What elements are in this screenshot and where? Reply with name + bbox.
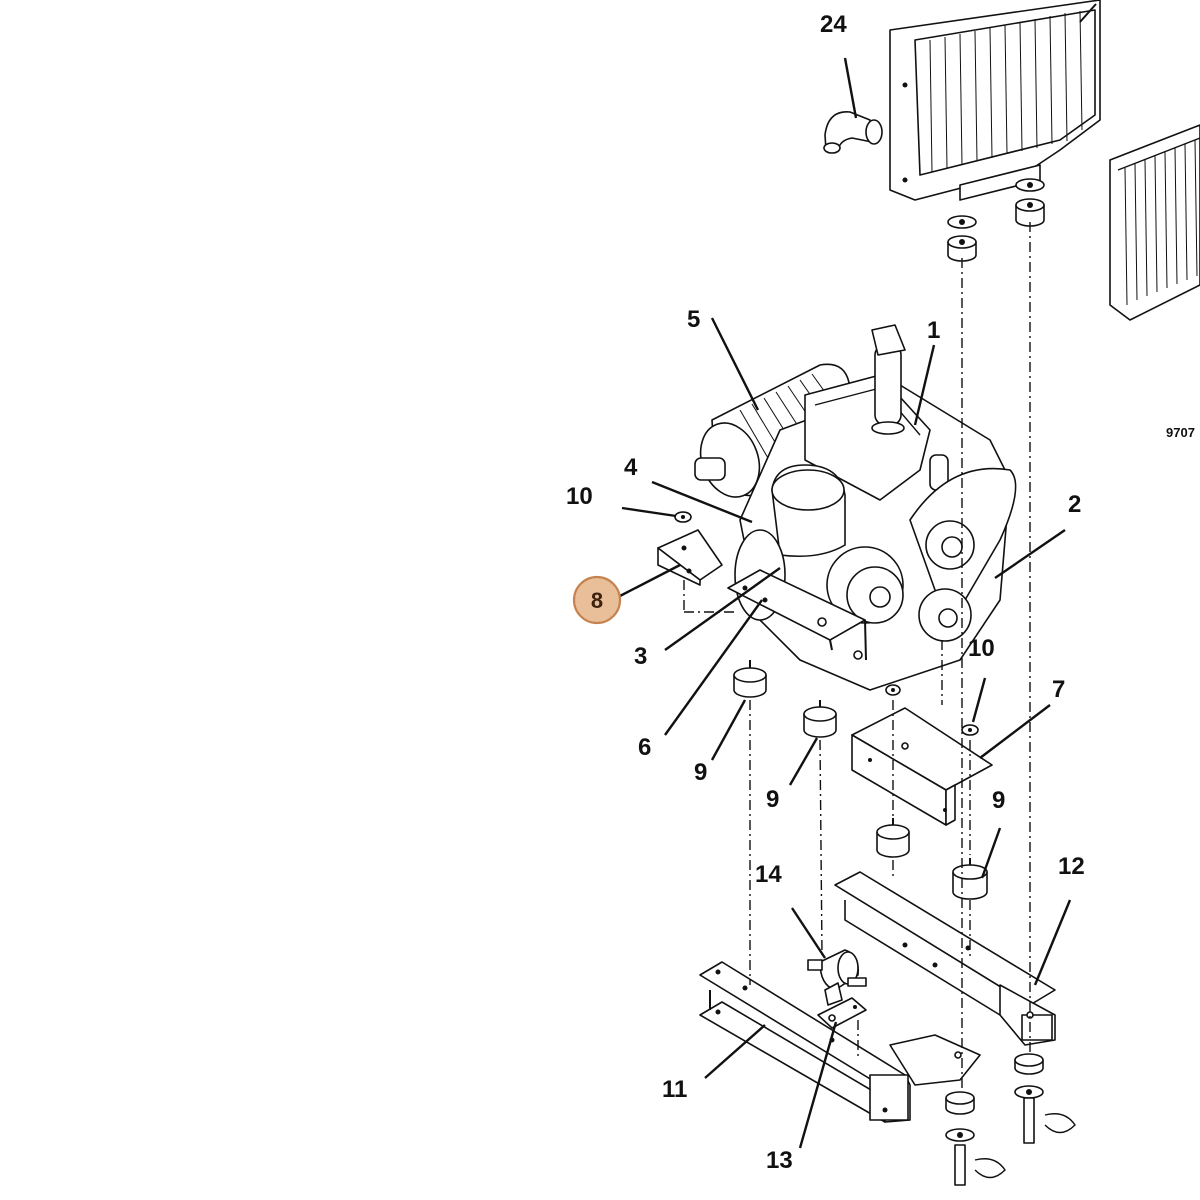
frame-rail-part-11	[699, 961, 981, 1123]
grille-part	[1109, 124, 1200, 321]
engine-part	[694, 324, 1017, 691]
engine-mounts-lower	[876, 818, 988, 900]
radiator-part	[889, 0, 1101, 201]
callout-2: 2	[1068, 491, 1081, 518]
callout-9-c: 9	[992, 787, 1005, 814]
engine-mounts-upper	[733, 660, 901, 738]
bracket-part-7	[851, 707, 993, 826]
bottom-hardware	[945, 1053, 1076, 1186]
callout-3: 3	[634, 643, 647, 670]
fuel-pump-part-14	[807, 949, 867, 1006]
callout-12: 12	[1058, 853, 1085, 880]
alignment-lines	[749, 222, 1031, 1092]
callout-14: 14	[755, 861, 782, 888]
callout-8: 8	[591, 588, 603, 613]
reference-code: 9707	[1166, 425, 1195, 440]
frame-rail-part-12	[834, 871, 1056, 1046]
pump-bracket-part-13	[817, 997, 867, 1029]
callout-13: 13	[766, 1147, 793, 1174]
callout-5: 5	[687, 306, 700, 333]
bracket-part-8	[657, 511, 735, 613]
hose-elbow-part	[823, 111, 883, 154]
callout-4: 4	[624, 454, 638, 481]
callout-9-b: 9	[766, 786, 779, 813]
callout-1: 1	[927, 317, 940, 344]
callout-10-left: 10	[566, 483, 593, 510]
callout-6: 6	[638, 734, 651, 761]
radiator-mounts	[947, 178, 1045, 262]
leader-lines	[617, 57, 1072, 1149]
callout-9-a: 9	[694, 759, 707, 786]
callout-24: 24	[820, 11, 847, 38]
callout-10-right: 10	[968, 635, 995, 662]
callout-7: 7	[1052, 676, 1065, 703]
callout-11: 11	[662, 1076, 687, 1103]
highlighted-callout-8[interactable]: 8	[572, 575, 622, 625]
